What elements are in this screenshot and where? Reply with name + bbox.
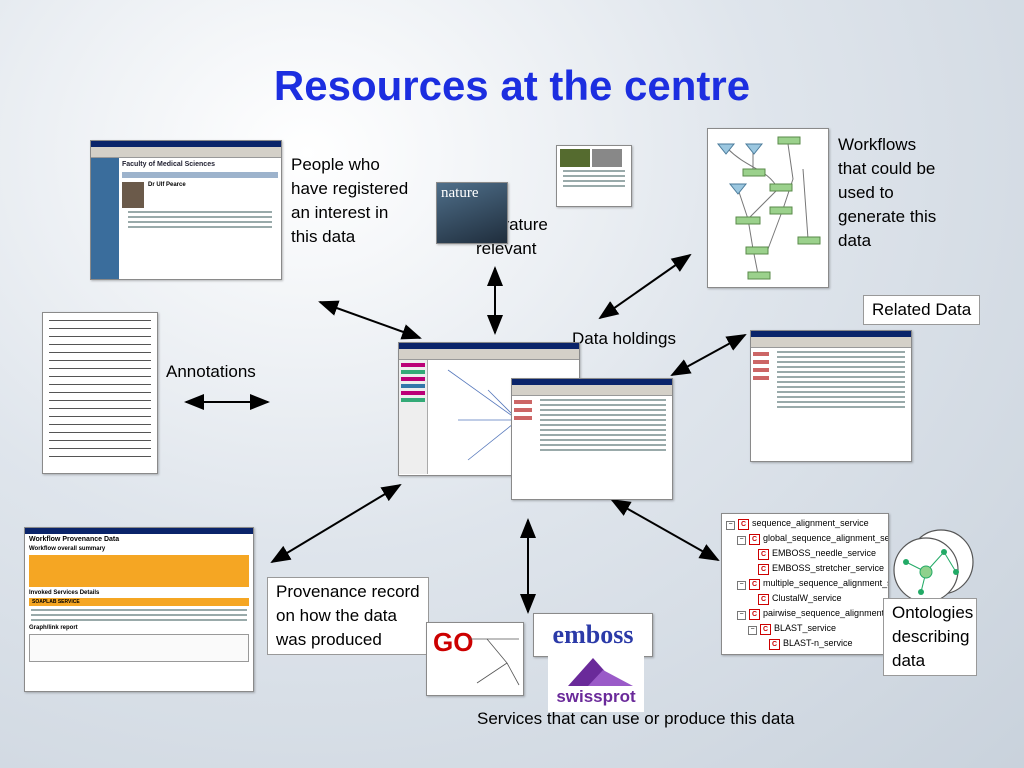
class-icon: C bbox=[760, 624, 771, 635]
class-icon: C bbox=[758, 564, 769, 575]
ontology-term: EMBOSS_stretcher_service bbox=[772, 563, 885, 573]
go-graph bbox=[469, 638, 520, 686]
provenance-invoked: Invoked Services Details bbox=[29, 590, 100, 596]
label-workflows: Workflows that could be used to generate… bbox=[838, 135, 937, 250]
class-icon: C bbox=[749, 609, 760, 620]
person-photo bbox=[122, 182, 144, 208]
person-name: Dr Ulf Pearce bbox=[148, 182, 186, 188]
class-icon: C bbox=[758, 549, 769, 560]
workflow-diagram-screenshot bbox=[707, 128, 829, 288]
emboss-logo: emboss bbox=[533, 613, 653, 657]
provenance-heading: Workflow Provenance Data bbox=[29, 536, 120, 543]
nature-journal-cover: nature bbox=[436, 182, 508, 244]
label-annotations: Annotations bbox=[166, 362, 256, 381]
arrow-workflows bbox=[598, 253, 692, 320]
provenance-screenshot: Workflow Provenance Data Workflow overal… bbox=[24, 527, 254, 692]
collapse-toggle-icon[interactable]: − bbox=[748, 626, 757, 635]
ontology-term: BLAST-p_service bbox=[783, 653, 853, 654]
ontology-term: BLAST-n_service bbox=[783, 638, 853, 648]
workflow-graph bbox=[716, 136, 821, 280]
class-icon: C bbox=[769, 654, 780, 655]
arrow-related bbox=[670, 334, 747, 376]
provenance-service: SOAPLAB SERVICE bbox=[29, 598, 249, 606]
provenance-graphs: Graph/link report bbox=[29, 625, 78, 631]
faculty-name: Faculty of Medical Sciences bbox=[122, 161, 215, 168]
label-related-data: Related Data bbox=[863, 295, 981, 325]
ontology-term: sequence_alignment_service bbox=[752, 518, 869, 528]
swissprot-logo: swissprot bbox=[548, 656, 644, 712]
collapse-toggle-icon[interactable]: − bbox=[737, 611, 746, 620]
collapse-toggle-icon[interactable]: − bbox=[737, 581, 746, 590]
label-data-holdings: Data holdings bbox=[572, 329, 676, 348]
ontology-term: multiple_sequence_alignment_service bbox=[763, 578, 888, 588]
data-holdings-detail-window bbox=[511, 378, 673, 500]
provenance-overall: Workflow overall summary bbox=[29, 546, 106, 552]
ontology-term: EMBOSS_needle_service bbox=[772, 548, 877, 558]
handwritten-annotation-screenshot bbox=[42, 312, 158, 474]
literature-paper bbox=[556, 145, 632, 207]
ontology-term: global_sequence_alignment_service bbox=[763, 533, 889, 543]
leaf-spacer bbox=[759, 654, 766, 655]
leaf-spacer bbox=[748, 549, 755, 556]
class-icon: C bbox=[769, 639, 780, 650]
label-services: Services that can use or produce this da… bbox=[477, 709, 795, 728]
ontology-term: ClustalW_service bbox=[772, 593, 842, 603]
label-people: People who have registered an interest i… bbox=[291, 155, 409, 246]
collapse-toggle-icon[interactable]: − bbox=[737, 536, 746, 545]
label-ontologies: Ontologies describing data bbox=[883, 598, 977, 676]
ontology-term: BLAST_service bbox=[774, 623, 837, 633]
class-icon: C bbox=[758, 594, 769, 605]
go-logo: GO bbox=[426, 622, 524, 696]
slide-title: Resources at the centre bbox=[273, 62, 751, 109]
class-icon: C bbox=[749, 579, 760, 590]
ontology-graph-icon bbox=[886, 522, 976, 608]
arrow-provenance bbox=[270, 483, 402, 564]
people-screenshot: Faculty of Medical Sciences Dr Ulf Pearc… bbox=[90, 140, 282, 280]
leaf-spacer bbox=[748, 594, 755, 601]
label-provenance: Provenance record on how the data was pr… bbox=[267, 577, 429, 655]
class-icon: C bbox=[749, 534, 760, 545]
arrow-people bbox=[318, 300, 422, 340]
related-data-screenshot bbox=[750, 330, 912, 462]
class-icon: C bbox=[738, 519, 749, 530]
ontology-term: pairwise_sequence_alignment_service bbox=[763, 608, 888, 618]
leaf-spacer bbox=[748, 564, 755, 571]
leaf-spacer bbox=[759, 639, 766, 646]
collapse-toggle-icon[interactable]: − bbox=[726, 521, 735, 530]
nature-logo: nature bbox=[441, 185, 479, 201]
arrow-ontologies bbox=[610, 499, 720, 561]
